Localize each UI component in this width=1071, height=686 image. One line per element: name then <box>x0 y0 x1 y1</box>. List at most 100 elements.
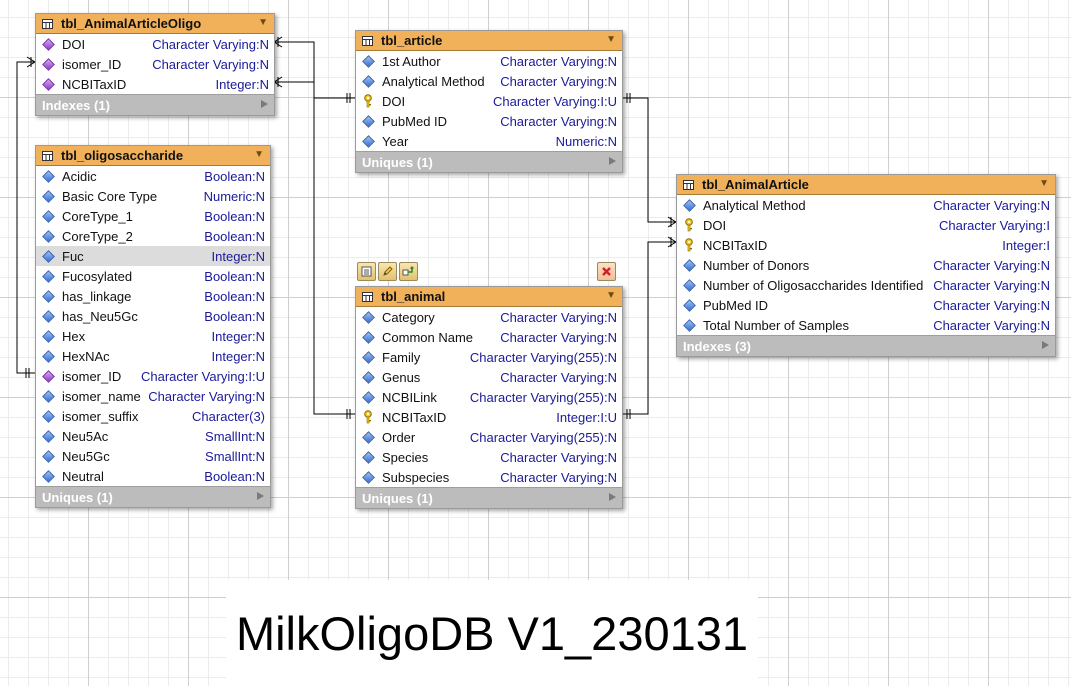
column-type: Integer:I <box>1002 237 1050 253</box>
table-title: tbl_animal <box>381 289 446 304</box>
expand-arrow-icon[interactable] <box>261 100 268 108</box>
blue-diamond-icon <box>361 470 375 484</box>
column-type: Character Varying:I:U <box>492 93 617 109</box>
column-name: PubMed ID <box>703 297 769 313</box>
footer-label: Indexes (3) <box>683 338 751 354</box>
pencil-icon[interactable] <box>378 262 397 281</box>
expand-arrow-icon[interactable] <box>609 493 616 501</box>
key-icon <box>683 218 695 232</box>
list-icon[interactable] <box>357 262 376 281</box>
table-header[interactable]: tbl_oligosaccharide ▼ <box>36 146 270 166</box>
table-header[interactable]: tbl_animal ▼ <box>356 287 622 307</box>
blue-diamond-icon <box>361 74 375 88</box>
expand-arrow-icon[interactable] <box>257 492 264 500</box>
column-name: HexNAc <box>62 348 110 364</box>
column-type: Numeric:N <box>555 133 617 149</box>
column-name: Year <box>382 133 409 149</box>
table-footer[interactable]: Uniques (1) <box>36 486 270 507</box>
table-header[interactable]: tbl_article ▼ <box>356 31 622 51</box>
add-relation-icon[interactable] <box>399 262 418 281</box>
table-icon <box>42 150 53 161</box>
collapse-caret-icon[interactable]: ▼ <box>258 17 268 28</box>
table-footer[interactable]: Indexes (1) <box>36 94 274 115</box>
table-header[interactable]: tbl_AnimalArticle ▼ <box>677 175 1055 195</box>
column-name: Neu5Ac <box>62 428 109 444</box>
blue-diamond-icon <box>682 318 696 332</box>
column-name: Category <box>382 309 435 325</box>
footer-label: Uniques (1) <box>362 490 433 506</box>
column-type: Character Varying:N <box>933 317 1050 333</box>
diagram-caption: MilkOligoDB V1_230131 <box>226 580 758 686</box>
column-row[interactable]: Neu5Ac SmallInt:N <box>36 426 270 446</box>
column-type: Boolean:N <box>204 288 265 304</box>
table-footer[interactable]: Uniques (1) <box>356 151 622 172</box>
collapse-caret-icon[interactable]: ▼ <box>606 34 616 45</box>
table-footer[interactable]: Uniques (1) <box>356 487 622 508</box>
expand-arrow-icon[interactable] <box>1042 341 1049 349</box>
blue-diamond-icon <box>41 329 55 343</box>
column-row[interactable]: has_linkage Boolean:N <box>36 286 270 306</box>
column-name: Analytical Method <box>382 73 485 89</box>
collapse-caret-icon[interactable]: ▼ <box>606 290 616 301</box>
blue-diamond-icon <box>361 114 375 128</box>
column-type: Character Varying:N <box>500 369 617 385</box>
blue-diamond-icon <box>41 349 55 363</box>
table-header[interactable]: tbl_AnimalArticleOligo ▼ <box>36 14 274 34</box>
column-type: Character Varying(255):N <box>469 349 617 365</box>
column-type: SmallInt:N <box>205 428 265 444</box>
purple-diamond-icon <box>41 37 55 51</box>
column-name: has_linkage <box>62 288 132 304</box>
collapse-caret-icon[interactable]: ▼ <box>254 149 264 160</box>
collapse-caret-icon[interactable]: ▼ <box>1039 178 1049 189</box>
column-type: Boolean:N <box>204 228 265 244</box>
expand-arrow-icon[interactable] <box>609 157 616 165</box>
delete-icon[interactable] <box>597 262 616 281</box>
column-row[interactable]: Year Numeric:N <box>356 131 622 151</box>
column-name: Analytical Method <box>703 197 806 213</box>
column-type: Integer:N <box>211 328 265 344</box>
table-footer[interactable]: Indexes (3) <box>677 335 1055 356</box>
